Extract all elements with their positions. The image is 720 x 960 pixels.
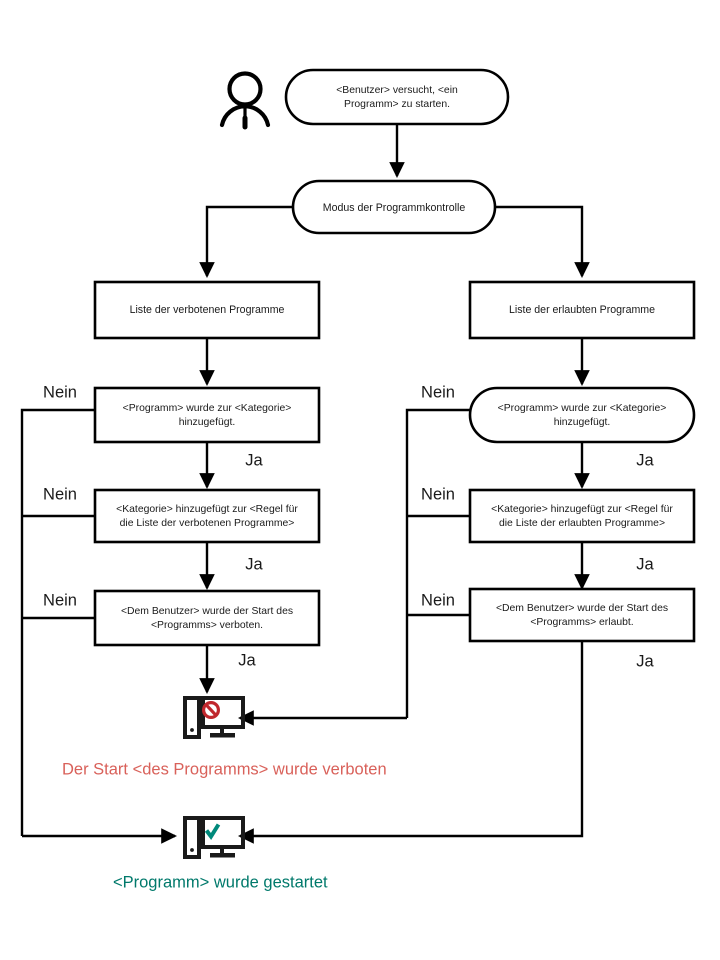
label-right-no-1: Nein	[421, 383, 455, 401]
node-right-q1: <Programm> wurde zur <Kategorie> hinzuge…	[468, 386, 696, 444]
edge-mode-to-allowlist	[495, 205, 590, 279]
node-right-q1-line1: <Programm> wurde zur <Kategorie>	[498, 403, 667, 414]
computer-allowed-icon	[183, 816, 245, 859]
node-left-q1: <Programm> wurde zur <Kategorie> hinzuge…	[93, 386, 321, 444]
node-left-q3: <Dem Benutzer> wurde der Start des <Prog…	[93, 589, 321, 647]
label-left-yes-3: Ja	[238, 651, 256, 669]
node-right-q2: <Kategorie> hinzugefügt zur <Regel für d…	[468, 488, 696, 544]
label-right-yes-2: Ja	[636, 555, 654, 573]
node-left-q2-line1: <Kategorie> hinzugefügt zur <Regel für	[116, 504, 298, 515]
label-left-no-2: Nein	[43, 485, 77, 503]
outcome-denied-text: Der Start <des Programms> wurde verboten	[62, 760, 387, 778]
edge-right-no-1	[405, 408, 470, 718]
computer-blocked-icon	[183, 696, 245, 739]
node-left-q1-line1: <Programm> wurde zur <Kategorie>	[123, 403, 292, 414]
node-left-q1-line2: hinzugefügt.	[179, 417, 236, 428]
label-right-no-3: Nein	[421, 591, 455, 609]
node-left-q3-line1: <Dem Benutzer> wurde der Start des	[121, 606, 293, 617]
node-denylist-label: Liste der verbotenen Programme	[130, 304, 285, 316]
node-denylist: Liste der verbotenen Programme	[93, 280, 321, 340]
label-left-no-1: Nein	[43, 383, 77, 401]
node-allowlist: Liste der erlaubten Programme	[468, 280, 696, 340]
label-left-no-3: Nein	[43, 591, 77, 609]
edge-left-no-1	[20, 408, 95, 836]
label-left-yes-1: Ja	[245, 451, 263, 469]
node-right-q3-line2: <Programms> erlaubt.	[530, 617, 633, 628]
label-right-yes-1: Ja	[636, 451, 654, 469]
outcome-allowed-text: <Programm> wurde gestartet	[113, 873, 328, 891]
node-right-q3-line1: <Dem Benutzer> wurde der Start des	[496, 603, 668, 614]
node-right-q2-line2: die Liste der erlaubten Programme>	[499, 518, 665, 529]
node-left-q2-line2: die Liste der verbotenen Programme>	[120, 518, 295, 529]
node-left-q3-line2: <Programms> verboten.	[151, 620, 263, 631]
edge-right-yes-3	[237, 641, 584, 844]
node-mode-label: Modus der Programmkontrolle	[323, 202, 466, 214]
node-allowlist-label: Liste der erlaubten Programme	[509, 304, 655, 316]
label-right-no-2: Nein	[421, 485, 455, 503]
label-right-yes-3: Ja	[636, 652, 654, 670]
node-right-q2-line1: <Kategorie> hinzugefügt zur <Regel für	[491, 504, 673, 515]
node-right-q1-line2: hinzugefügt.	[554, 417, 611, 428]
node-mode: Modus der Programmkontrolle	[291, 179, 497, 235]
edge-mode-to-denylist	[199, 205, 293, 279]
node-start-line2: Programm> zu starten.	[344, 99, 450, 110]
node-start-line1: <Benutzer> versucht, <ein	[336, 85, 458, 96]
label-left-yes-2: Ja	[245, 555, 263, 573]
node-left-q2: <Kategorie> hinzugefügt zur <Regel für d…	[93, 488, 321, 544]
user-icon	[219, 71, 271, 130]
node-start: <Benutzer> versucht, <ein Programm> zu s…	[284, 68, 510, 126]
node-right-q3: <Dem Benutzer> wurde der Start des <Prog…	[468, 587, 696, 643]
